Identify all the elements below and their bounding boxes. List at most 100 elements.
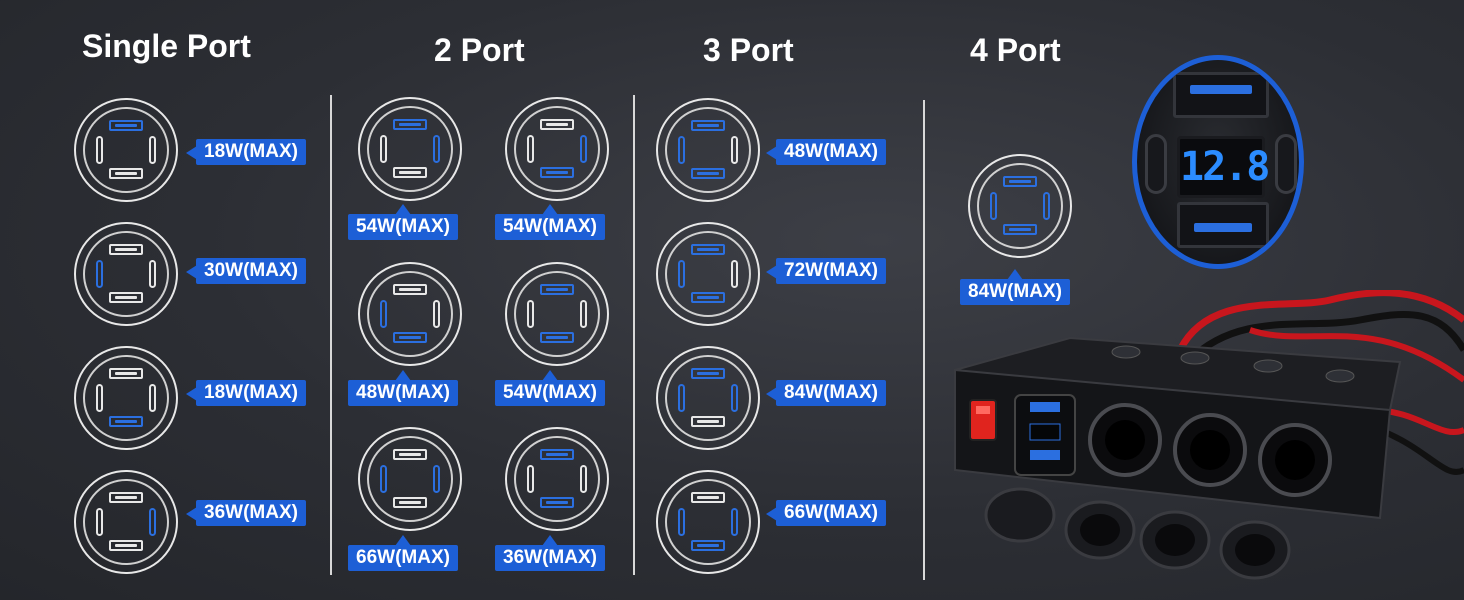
- usb-c-left-slot: [678, 508, 685, 536]
- usb-a-top-slot: [691, 492, 725, 503]
- usb-port-image: [1177, 202, 1269, 248]
- port-diagram: [505, 97, 609, 201]
- power-badge: 36W(MAX): [186, 500, 306, 526]
- usb-a-top-slot: [109, 244, 143, 255]
- port-ring: [367, 106, 453, 192]
- port-ring: [83, 479, 169, 565]
- usb-c-left-slot: [990, 192, 997, 220]
- usb-c-left-slot: [527, 135, 534, 163]
- usb-c-left-slot: [678, 136, 685, 164]
- voltmeter-display: 12.8: [1177, 136, 1270, 198]
- port-ring: [665, 355, 751, 441]
- port-diagram: [968, 154, 1072, 258]
- usb-c-right-slot: [731, 384, 738, 412]
- port-diagram: [74, 470, 178, 574]
- usb-a-bottom-slot: [540, 332, 574, 343]
- usb-a-bottom-slot: [393, 332, 427, 343]
- usb-c-left-slot: [380, 300, 387, 328]
- usb-a-top-slot: [540, 284, 574, 295]
- usb-a-bottom-slot: [1003, 224, 1037, 235]
- usb-a-top-slot: [540, 119, 574, 130]
- usb-a-bottom-slot: [691, 168, 725, 179]
- usb-a-bottom-slot: [393, 497, 427, 508]
- usb-c-right-slot: [433, 135, 440, 163]
- usb-c-right-slot: [149, 508, 156, 536]
- power-badge: 54W(MAX): [495, 370, 605, 406]
- usb-c-left-slot: [380, 135, 387, 163]
- usb-c-left-slot: [527, 465, 534, 493]
- heading-single-port: Single Port: [82, 28, 251, 64]
- port-diagram: [358, 262, 462, 366]
- power-badge: 48W(MAX): [348, 370, 458, 406]
- power-badge: 72W(MAX): [766, 258, 886, 284]
- port-diagram: [656, 346, 760, 450]
- port-ring: [514, 436, 600, 522]
- usb-a-top-slot: [1003, 176, 1037, 187]
- usb-panel-zoom-image: 12.8: [1132, 55, 1304, 269]
- usb-a-top-slot: [540, 449, 574, 460]
- usb-a-bottom-slot: [691, 416, 725, 427]
- usb-a-top-slot: [691, 244, 725, 255]
- usb-c-left-slot: [96, 260, 103, 288]
- usb-port-image: [1173, 72, 1269, 118]
- power-badge: 36W(MAX): [495, 535, 605, 571]
- usb-a-top-slot: [109, 492, 143, 503]
- power-badge: 66W(MAX): [766, 500, 886, 526]
- heading-3-port: 3 Port: [703, 32, 794, 68]
- power-badge: 30W(MAX): [186, 258, 306, 284]
- port-diagram: [74, 222, 178, 326]
- usb-c-right-slot: [149, 384, 156, 412]
- usb-a-bottom-slot: [109, 540, 143, 551]
- usb-a-top-slot: [393, 449, 427, 460]
- port-ring: [83, 231, 169, 317]
- usb-a-top-slot: [393, 119, 427, 130]
- port-ring: [665, 231, 751, 317]
- car-charger-splitter-image: [953, 290, 1464, 580]
- heading-4-port: 4 Port: [970, 32, 1061, 68]
- usb-c-left-slot: [96, 384, 103, 412]
- column-divider: [330, 95, 332, 575]
- port-ring: [367, 271, 453, 357]
- port-diagram: [505, 262, 609, 366]
- usb-c-left-slot: [678, 384, 685, 412]
- usb-c-port-image: [1275, 134, 1297, 194]
- port-ring: [665, 479, 751, 565]
- port-diagram: [358, 427, 462, 531]
- usb-a-top-slot: [109, 368, 143, 379]
- usb-c-right-slot: [580, 135, 587, 163]
- port-diagram: [74, 346, 178, 450]
- usb-a-bottom-slot: [691, 540, 725, 551]
- power-badge: 66W(MAX): [348, 535, 458, 571]
- usb-c-left-slot: [527, 300, 534, 328]
- power-badge: 48W(MAX): [766, 139, 886, 165]
- port-diagram: [656, 222, 760, 326]
- usb-a-top-slot: [691, 368, 725, 379]
- usb-a-top-slot: [393, 284, 427, 295]
- usb-c-right-slot: [731, 136, 738, 164]
- usb-c-right-slot: [433, 300, 440, 328]
- column-divider: [923, 100, 925, 580]
- usb-a-bottom-slot: [109, 168, 143, 179]
- usb-c-left-slot: [380, 465, 387, 493]
- power-badge: 54W(MAX): [348, 204, 458, 240]
- port-ring: [665, 107, 751, 193]
- power-badge: 84W(MAX): [766, 380, 886, 406]
- port-diagram: [358, 97, 462, 201]
- usb-c-right-slot: [731, 260, 738, 288]
- usb-a-top-slot: [109, 120, 143, 131]
- power-badge: 18W(MAX): [186, 139, 306, 165]
- usb-c-right-slot: [149, 260, 156, 288]
- port-ring: [367, 436, 453, 522]
- usb-c-right-slot: [1043, 192, 1050, 220]
- usb-a-bottom-slot: [691, 292, 725, 303]
- heading-2-port: 2 Port: [434, 32, 525, 68]
- usb-c-left-slot: [96, 508, 103, 536]
- power-badge: 18W(MAX): [186, 380, 306, 406]
- usb-a-bottom-slot: [393, 167, 427, 178]
- usb-a-top-slot: [691, 120, 725, 131]
- usb-a-bottom-slot: [109, 416, 143, 427]
- port-diagram: [656, 470, 760, 574]
- usb-c-right-slot: [433, 465, 440, 493]
- power-badge: 54W(MAX): [495, 204, 605, 240]
- usb-a-bottom-slot: [540, 497, 574, 508]
